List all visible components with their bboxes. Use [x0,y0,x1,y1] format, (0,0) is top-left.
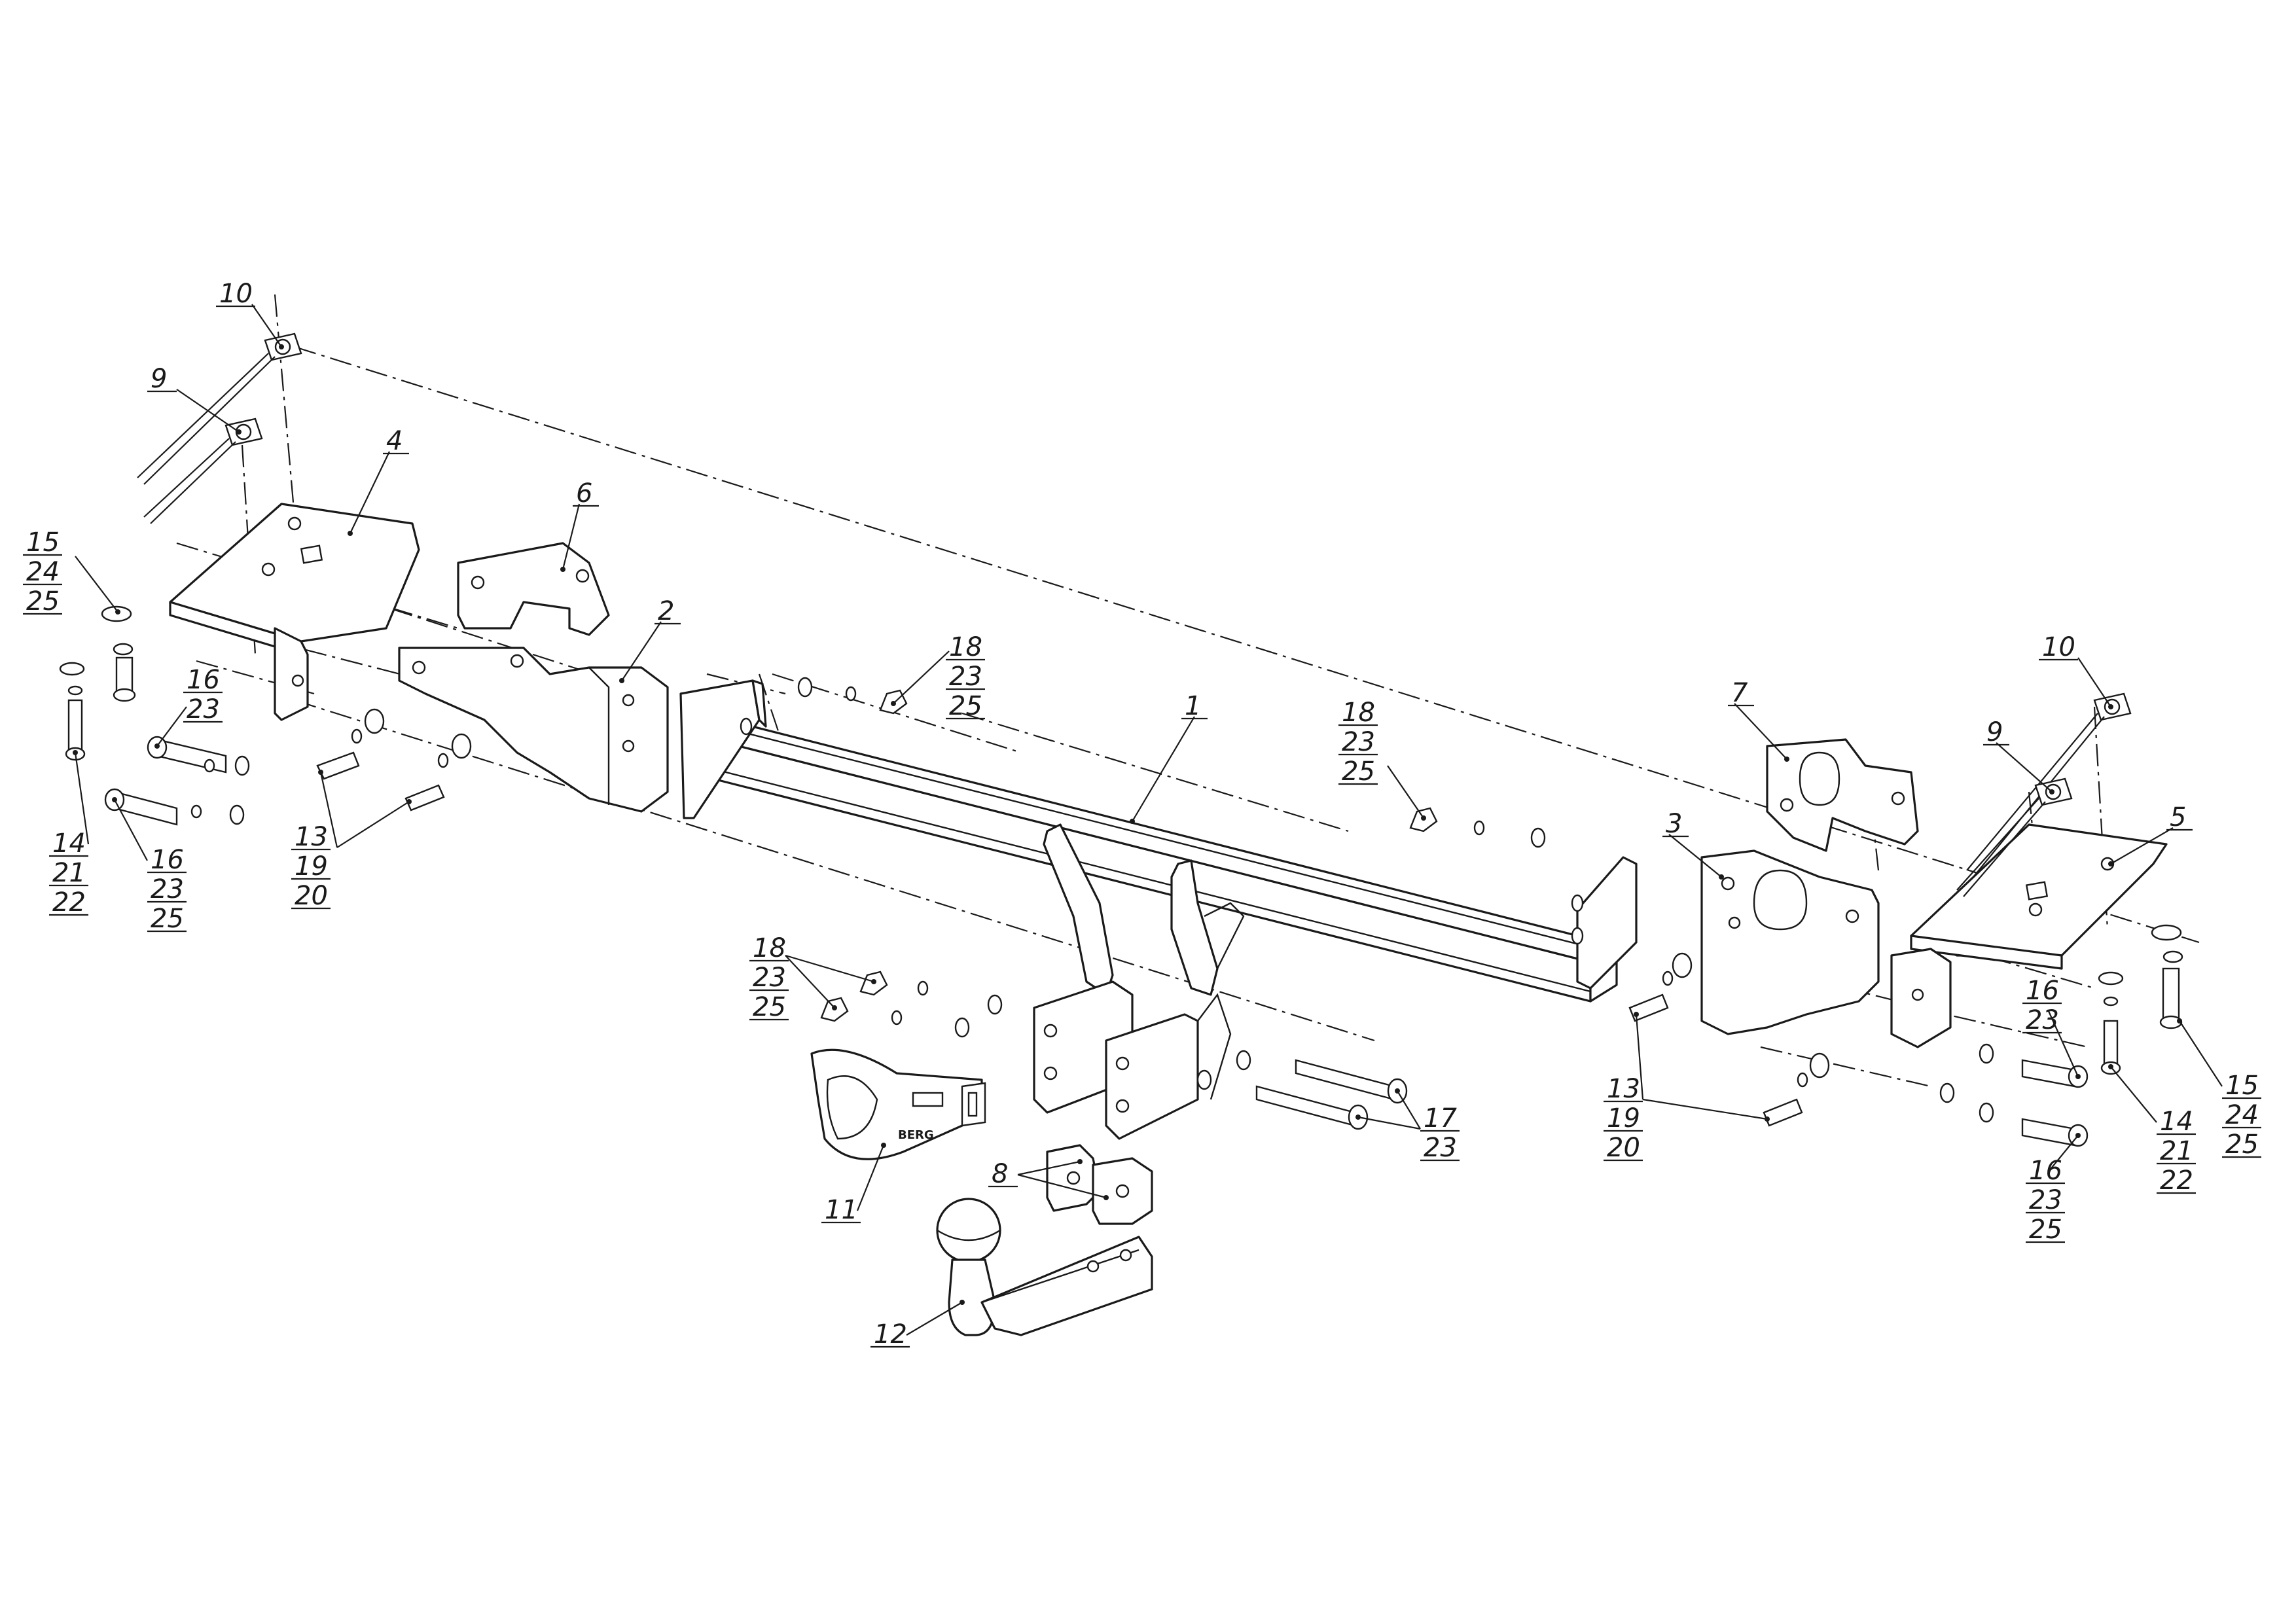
callout-label-16-23-right-upper: 16 23 [2022,976,2062,1035]
svg-text:23: 23 [949,662,982,692]
callout-label-5: 5 [2166,802,2193,832]
svg-text:20: 20 [295,881,328,911]
svg-text:15: 15 [26,527,60,558]
svg-text:24: 24 [26,557,60,587]
svg-text:16: 16 [187,665,220,695]
svg-text:23: 23 [151,874,184,904]
svg-text:13: 13 [295,822,328,852]
svg-text:25: 25 [151,904,184,934]
callout-label-18-23-25-top: 18 23 25 [946,632,985,721]
svg-text:5: 5 [2170,802,2186,832]
svg-text:22: 22 [52,887,86,918]
svg-text:18: 18 [949,632,982,662]
callout-label-14-21-22-right: 14 21 22 [2157,1107,2196,1196]
callout-label-9-left: 9 [147,364,177,394]
callout-label-18-23-25-lower: 18 23 25 [749,933,789,1022]
callout-label-8: 8 [988,1159,1018,1189]
svg-text:23: 23 [753,963,786,993]
svg-text:19: 19 [1607,1103,1640,1133]
svg-text:19: 19 [295,851,328,882]
svg-text:23: 23 [187,694,220,724]
callout-label-13-19-20-right: 13 19 20 [1604,1074,1643,1163]
svg-text:9: 9 [151,364,167,394]
svg-text:18: 18 [753,933,786,963]
spacer-plates [1046,1144,1153,1225]
svg-text:4: 4 [386,426,403,456]
callout-leaders [73,304,2223,1336]
svg-text:22: 22 [2160,1166,2193,1196]
socket-holder: BERG [810,1048,986,1160]
callout-label-1: 1 [1181,691,1208,721]
callout-label-6: 6 [573,478,599,508]
svg-text:17: 17 [1424,1103,1457,1133]
svg-text:13: 13 [1607,1074,1640,1104]
callout-label-13-19-20-left: 13 19 20 [291,822,331,911]
callout-label-7: 7 [1728,678,1754,708]
callout-label-2: 2 [655,596,681,626]
svg-text:20: 20 [1607,1133,1640,1163]
svg-text:2: 2 [658,596,674,626]
callout-label-10-right: 10 [2039,632,2078,662]
callout-label-11: 11 [821,1195,861,1225]
svg-text:12: 12 [874,1319,907,1349]
callout-label-17-23: 17 23 [1420,1103,1460,1163]
svg-text:25: 25 [2029,1215,2062,1245]
callout-label-16-23-25-right-lower: 16 23 25 [2026,1156,2065,1245]
svg-text:23: 23 [1342,727,1375,757]
svg-text:7: 7 [1731,678,1748,708]
svg-text:6: 6 [576,478,592,508]
reinforcement-plate-right [1766,738,1919,852]
side-bracket-right [1700,849,1880,1035]
callout-label-4: 4 [383,426,409,456]
cross-beam [679,679,1638,1140]
svg-text:24: 24 [2225,1100,2259,1130]
side-bracket-left [398,647,669,813]
callout-label-15-24-25-left: 15 24 25 [23,527,62,616]
svg-text:25: 25 [949,691,982,721]
svg-text:25: 25 [753,992,786,1022]
callout-label-16-23-25-left-lower: 16 23 25 [147,845,187,934]
brand-mark-label: BERG [898,1128,934,1142]
svg-text:23: 23 [2026,1005,2059,1035]
svg-text:25: 25 [1342,757,1375,787]
svg-text:18: 18 [1342,698,1375,728]
callout-label-14-21-22-left: 14 21 22 [49,829,88,918]
svg-text:14: 14 [2160,1107,2193,1137]
svg-text:25: 25 [2225,1130,2259,1160]
callout-label-10-left: 10 [216,279,255,309]
svg-text:9: 9 [1986,717,2003,747]
svg-text:21: 21 [2160,1136,2193,1166]
reinforcement-plate-left [457,542,610,636]
svg-text:23: 23 [2029,1185,2062,1215]
svg-text:16: 16 [2026,976,2059,1006]
callout-label-16-23-left-upper: 16 23 [183,665,223,724]
svg-text:14: 14 [52,829,86,859]
top-plate-right [1890,823,2168,1048]
svg-text:23: 23 [1424,1133,1457,1163]
callout-label-3: 3 [1662,809,1689,839]
svg-text:1: 1 [1185,691,1201,721]
svg-text:16: 16 [2029,1156,2062,1186]
svg-text:15: 15 [2225,1071,2259,1101]
callout-label-18-23-25-right: 18 23 25 [1338,698,1378,787]
callout-label-12: 12 [870,1319,910,1349]
top-plate-left [169,503,420,721]
callout-label-9-right: 9 [1983,717,2009,747]
svg-text:21: 21 [52,858,86,888]
svg-text:11: 11 [825,1195,858,1225]
svg-text:8: 8 [992,1159,1008,1189]
svg-text:16: 16 [151,845,184,875]
svg-text:25: 25 [26,586,60,616]
callout-label-15-24-25-right: 15 24 25 [2222,1071,2261,1160]
svg-text:10: 10 [219,279,253,309]
svg-text:10: 10 [2042,632,2075,662]
svg-text:3: 3 [1666,809,1682,839]
callout-labels: 1 2 3 4 5 6 7 8 9 9 10 1 [23,279,2261,1349]
tow-ball [936,1198,1153,1336]
